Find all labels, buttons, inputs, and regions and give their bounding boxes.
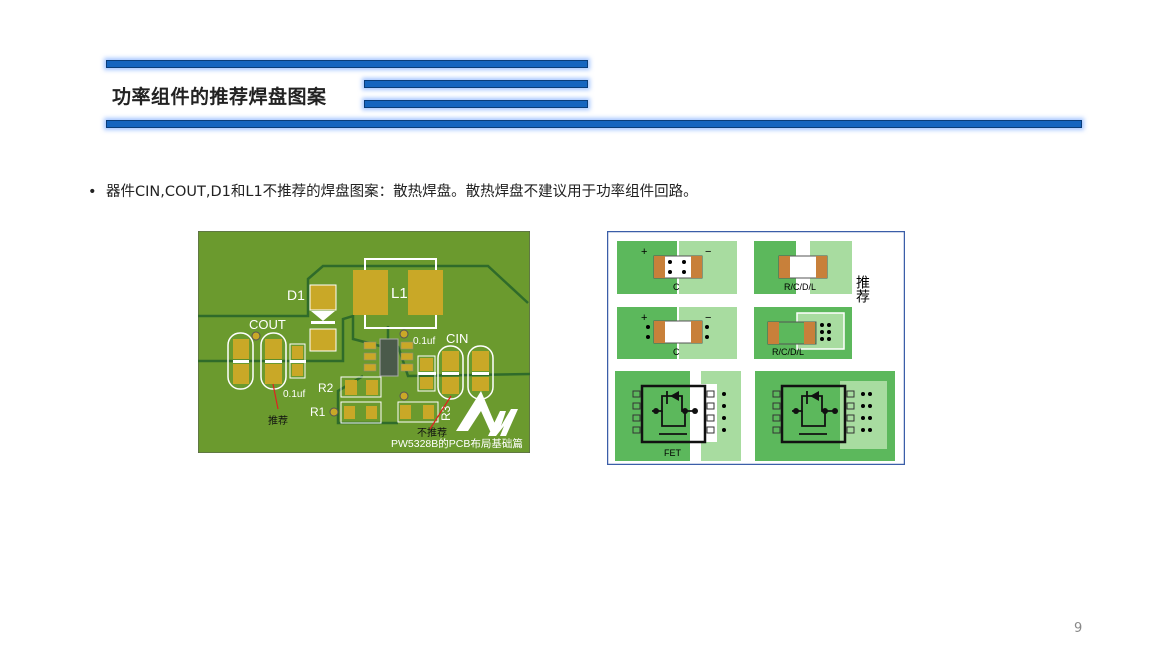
arrow-icon bbox=[429, 395, 452, 430]
plus-label: + bbox=[641, 312, 647, 324]
l1-label: L1 bbox=[391, 285, 408, 302]
pad-pattern-diagram: + − C R/C/D/L 推荐 + − C R/C/D/L FET bbox=[607, 231, 905, 465]
title-decor-bar bbox=[106, 60, 588, 68]
pw-logo-icon bbox=[456, 391, 518, 436]
recommended-label: 推荐 bbox=[268, 414, 288, 427]
c-label: C bbox=[673, 282, 680, 292]
c-label: C bbox=[673, 347, 680, 357]
title-decor-bar bbox=[364, 80, 588, 88]
page-number: 9 bbox=[1074, 621, 1083, 636]
r1-label: R1 bbox=[310, 405, 326, 419]
rcdl-label: R/C/D/L bbox=[784, 282, 816, 292]
cout-cap-value: 0.1uf bbox=[283, 389, 305, 400]
not-recommended-label: 不推荐 bbox=[417, 426, 447, 439]
ic-chip bbox=[379, 338, 399, 377]
title-decor-bar bbox=[106, 120, 1082, 128]
page-title: 功率组件的推荐焊盘图案 bbox=[112, 86, 327, 108]
cin-label: CIN bbox=[446, 331, 468, 346]
diode-symbol-icon bbox=[311, 311, 335, 321]
recommended-label: 推荐 bbox=[855, 275, 871, 303]
bullet-text: 器件CIN,COUT,D1和L1不推荐的焊盘图案：散热焊盘。散热焊盘不建议用于功… bbox=[106, 184, 698, 200]
l1-pad bbox=[353, 270, 388, 315]
r2-label: R2 bbox=[318, 381, 334, 395]
plus-label: + bbox=[641, 246, 647, 258]
fet-label: FET bbox=[664, 448, 682, 458]
arrow-icon bbox=[272, 383, 279, 410]
l1-pad bbox=[408, 270, 443, 315]
r3-label: R3 bbox=[439, 405, 453, 421]
bullet-icon: • bbox=[88, 184, 97, 200]
cout-label: COUT bbox=[249, 317, 286, 332]
watermark-text: PW5328B的PCB布局基础篇 bbox=[391, 437, 523, 450]
rcdl-label: R/C/D/L bbox=[772, 347, 804, 357]
cin-cap-value: 0.1uf bbox=[413, 336, 435, 347]
pcb-layout-image: L1 D1 COUT 0.1uf 推荐 0.1uf CIN bbox=[198, 231, 530, 453]
minus-label: − bbox=[705, 246, 711, 258]
d1-label: D1 bbox=[287, 287, 305, 303]
minus-label: − bbox=[705, 312, 711, 324]
bullet-item: • 器件CIN,COUT,D1和L1不推荐的焊盘图案：散热焊盘。散热焊盘不建议用于… bbox=[88, 180, 698, 201]
title-decor-bar bbox=[364, 100, 588, 108]
